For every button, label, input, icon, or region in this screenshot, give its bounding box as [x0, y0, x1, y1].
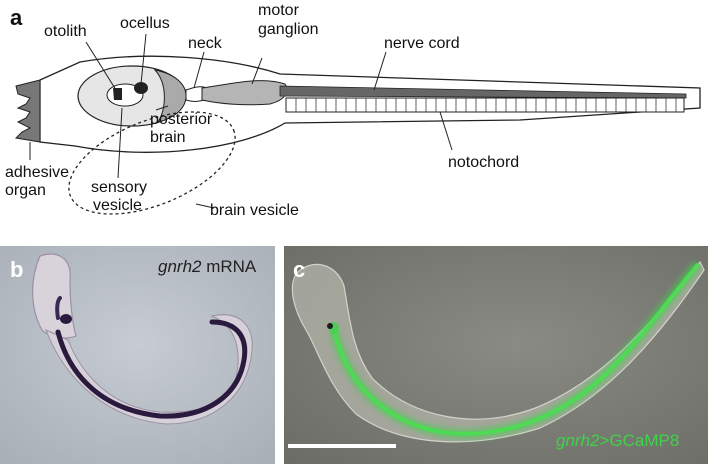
label-motor: motor	[258, 2, 300, 19]
panel-a: a	[5, 2, 701, 219]
label-vesicle: vesicle	[93, 197, 142, 214]
panel-b-letter: b	[10, 257, 23, 282]
panel-c-letter: c	[293, 257, 305, 282]
panel-b-larva-head	[32, 253, 77, 339]
brain-vesicle-outline	[68, 111, 236, 215]
panel-b-stained-nerve-cord	[55, 319, 248, 419]
panel-a-letter: a	[10, 5, 23, 30]
ocellus	[134, 82, 148, 94]
label-brain: brain	[150, 129, 186, 146]
panel-c-gfp-signal	[332, 262, 700, 436]
panel-c: c gnrh2>GCaMP8	[284, 246, 708, 464]
panel-c-caption: gnrh2>GCaMP8	[556, 431, 679, 450]
panel-b-stain-spot	[60, 314, 72, 324]
label-ocellus: ocellus	[120, 15, 170, 32]
otolith	[113, 88, 122, 100]
adhesive-organ	[14, 79, 41, 143]
label-ganglion: ganglion	[258, 21, 319, 38]
panel-b-larva-body	[45, 314, 253, 425]
label-sensory: sensory	[91, 179, 147, 196]
panel-b-caption-rest: mRNA	[201, 257, 256, 276]
label-organ: organ	[5, 182, 46, 199]
panel-b: b gnrh2 mRNA	[0, 246, 275, 464]
label-brain-vesicle: brain vesicle	[210, 202, 299, 219]
panel-c-pigment-spot	[327, 323, 333, 329]
panel-b-caption: gnrh2 mRNA	[158, 257, 257, 276]
label-adhesive: adhesive	[5, 164, 69, 181]
nerve-cord	[279, 85, 687, 99]
panel-b-stained-anterior	[55, 296, 62, 320]
panel-c-larva-body	[291, 260, 705, 443]
notochord-segments	[295, 98, 677, 112]
label-neck: neck	[188, 35, 223, 52]
label-nerve-cord: nerve cord	[384, 35, 460, 52]
panel-c-scale-bar	[288, 444, 396, 448]
notochord	[285, 97, 685, 113]
label-notochord: notochord	[448, 154, 519, 171]
label-otolith: otolith	[44, 23, 87, 40]
leader-lines	[29, 33, 453, 209]
panel-c-caption-gene: gnrh2	[556, 431, 600, 450]
panel-c-caption-rest: >GCaMP8	[599, 431, 679, 450]
neck	[185, 86, 205, 102]
posterior-brain	[153, 69, 187, 123]
label-posterior: posterior	[150, 111, 213, 128]
panel-b-caption-gene: gnrh2	[158, 257, 202, 276]
